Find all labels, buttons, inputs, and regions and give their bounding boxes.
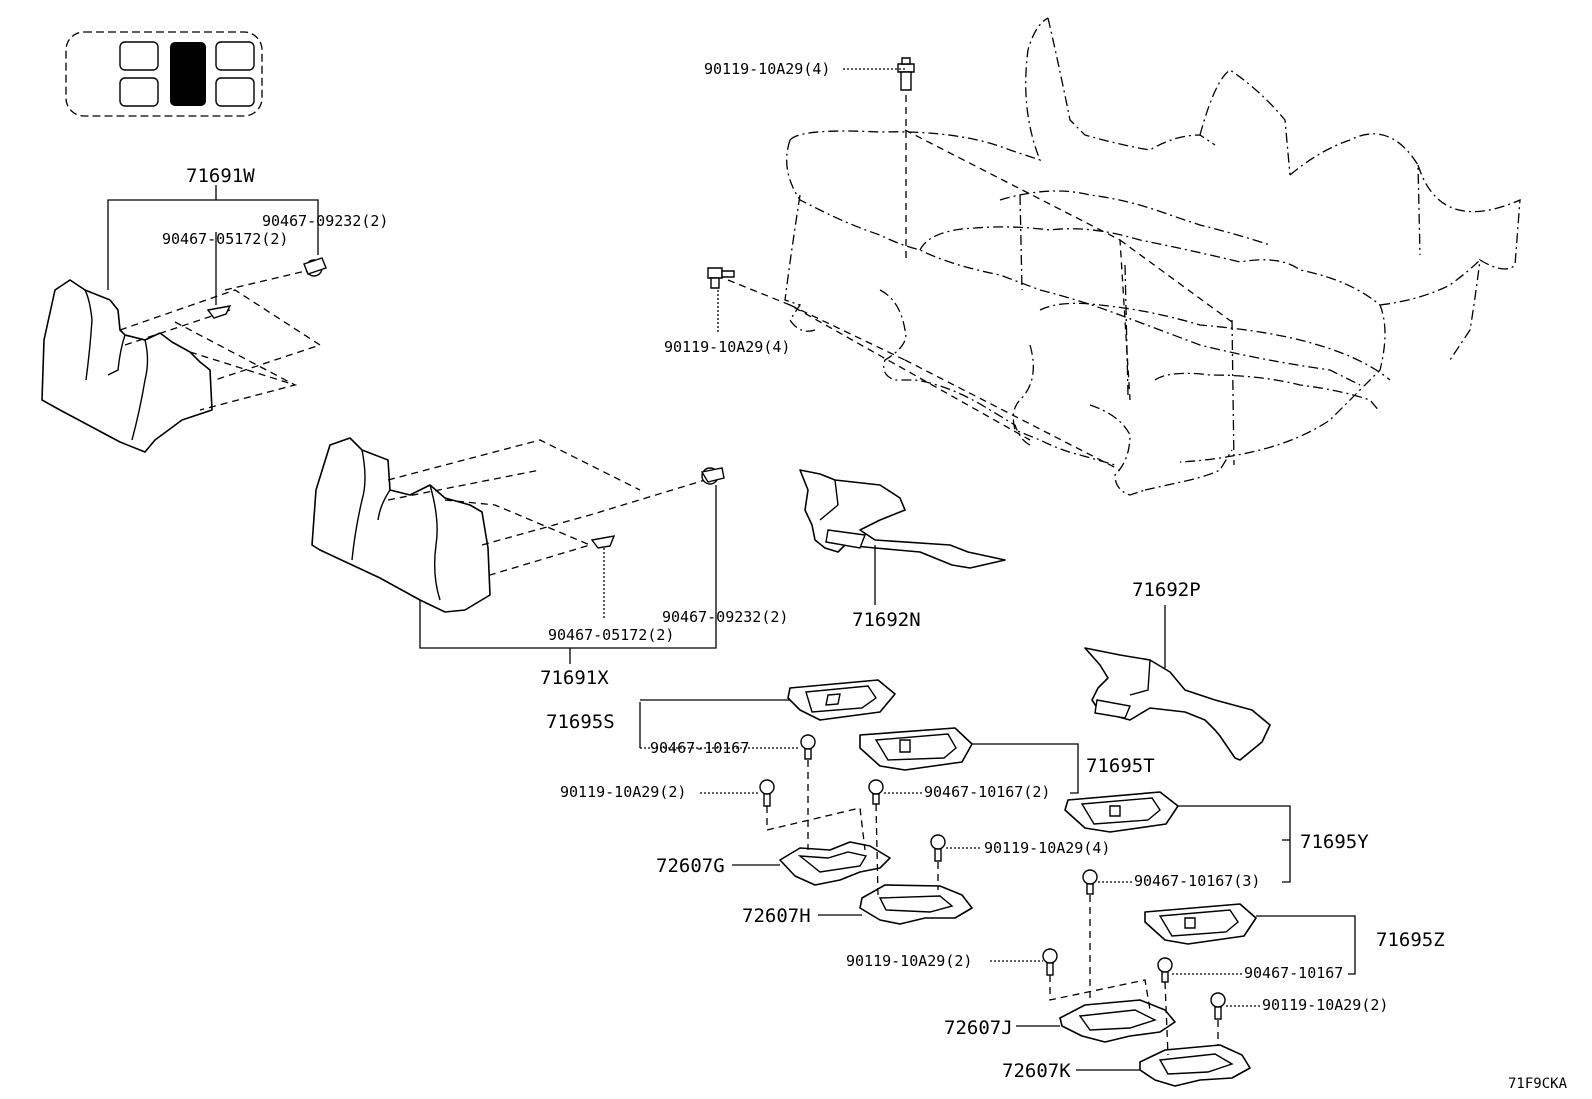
label-90467-05172-b[interactable]: 90467-05172(2) (548, 626, 674, 644)
tray-71695S-icon (787, 679, 896, 721)
clip-10167-3-icon (1082, 869, 1098, 895)
clip-05172-b-icon (590, 535, 616, 549)
cover-71691X-dash-c (444, 499, 592, 576)
cover-71691X-dash-d (481, 479, 706, 546)
bracket-71691X (419, 485, 717, 649)
bolt-10A29-2c-icon (1210, 992, 1226, 1020)
cover-71691W-icon (41, 279, 213, 453)
bolt-left-icon (707, 267, 735, 289)
fastener-dashed-lines (766, 760, 1219, 1056)
cover-71692N-icon (799, 469, 1006, 569)
cover-71691X-icon (311, 437, 491, 613)
tray-71695Y-icon (1064, 791, 1179, 833)
label-72607J[interactable]: 72607J (944, 1017, 1013, 1039)
label-90119-10A29-left[interactable]: 90119-10A29(4) (664, 338, 790, 356)
tray-71695T-icon (859, 727, 973, 771)
bolt-10A29-2b-icon (1042, 948, 1058, 976)
clip-10167-a-icon (800, 734, 816, 760)
label-90119-10A29-4b[interactable]: 90119-10A29(4) (984, 839, 1110, 857)
label-71692P[interactable]: 71692P (1132, 579, 1201, 601)
label-90467-10167-a[interactable]: 90467-10167 (650, 739, 749, 757)
label-90467-10167-2[interactable]: 90467-10167(2) (924, 783, 1050, 801)
label-71691X[interactable]: 71691X (540, 667, 609, 689)
seat-locator-icon (65, 31, 263, 117)
seat-assembly-phantom (784, 17, 1521, 496)
clip-10167-2-icon (868, 779, 884, 805)
leader-lines (639, 68, 1356, 1071)
label-90467-10167-b[interactable]: 90467-10167 (1244, 964, 1343, 982)
tray-71695Z-icon (1144, 903, 1257, 945)
bracket-72607G-icon (779, 841, 891, 886)
bolt-10A29-4b-icon (930, 834, 946, 862)
bolt-10A29-2a-icon (759, 779, 775, 807)
label-90467-09232-b[interactable]: 90467-09232(2) (662, 608, 788, 626)
label-71695T[interactable]: 71695T (1086, 755, 1155, 777)
label-72607K[interactable]: 72607K (1002, 1060, 1071, 1082)
label-90119-10A29-2b[interactable]: 90119-10A29(2) (846, 952, 972, 970)
clip-05172-a-icon (206, 305, 232, 319)
label-71695Y[interactable]: 71695Y (1300, 831, 1369, 853)
bracket-72607H-icon (859, 884, 973, 925)
label-90467-10167-3[interactable]: 90467-10167(3) (1134, 872, 1260, 890)
label-90119-10A29-top[interactable]: 90119-10A29(4) (704, 60, 830, 78)
label-90467-09232-a[interactable]: 90467-09232(2) (262, 212, 388, 230)
bracket-71691W (107, 199, 319, 290)
cover-71692P-icon (1084, 647, 1271, 761)
clip-09232-a-icon (303, 257, 327, 277)
bolt-top-icon (897, 57, 915, 91)
clip-09232-b-icon (700, 467, 725, 485)
cover-71691X-dash-b (387, 469, 541, 501)
cover-71691X-dash-a (387, 439, 641, 491)
label-71695Z[interactable]: 71695Z (1376, 929, 1445, 951)
bracket-72607J-icon (1059, 999, 1176, 1043)
label-90467-05172-a[interactable]: 90467-05172(2) (162, 230, 288, 248)
cover-71691W-dash-a (119, 289, 322, 381)
label-72607H[interactable]: 72607H (742, 905, 811, 927)
label-71695S[interactable]: 71695S (546, 711, 615, 733)
bracket-72607K-icon (1139, 1044, 1251, 1087)
cover-71691W-dash-e (224, 269, 311, 291)
clip-10167-b-icon (1157, 957, 1173, 983)
label-72607G[interactable]: 72607G (656, 855, 725, 877)
label-71692N[interactable]: 71692N (852, 609, 921, 631)
cover-71691W-dash-d (174, 321, 296, 386)
label-90119-10A29-2a[interactable]: 90119-10A29(2) (560, 783, 686, 801)
cover-71691W-dash-b (124, 309, 231, 346)
seat-mounting-dashed-lines (727, 95, 1233, 471)
label-90119-10A29-2c[interactable]: 90119-10A29(2) (1262, 996, 1388, 1014)
diagram-code: 71F9CKA (1508, 1076, 1568, 1092)
label-71691W[interactable]: 71691W (186, 165, 255, 187)
